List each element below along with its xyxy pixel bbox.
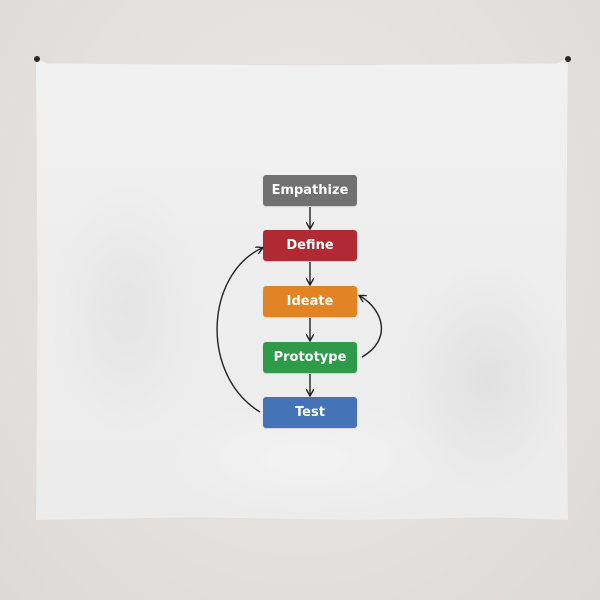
fabric-fold (46, 178, 206, 438)
step-test: Test (263, 397, 357, 428)
step-ideate: Ideate (263, 286, 357, 317)
left-pin (34, 56, 40, 62)
step-prototype: Prototype (263, 342, 357, 373)
step-empathize: Empathize (263, 175, 357, 206)
right-pin (565, 56, 571, 62)
fabric-fold (396, 258, 568, 498)
step-define: Define (263, 230, 357, 261)
